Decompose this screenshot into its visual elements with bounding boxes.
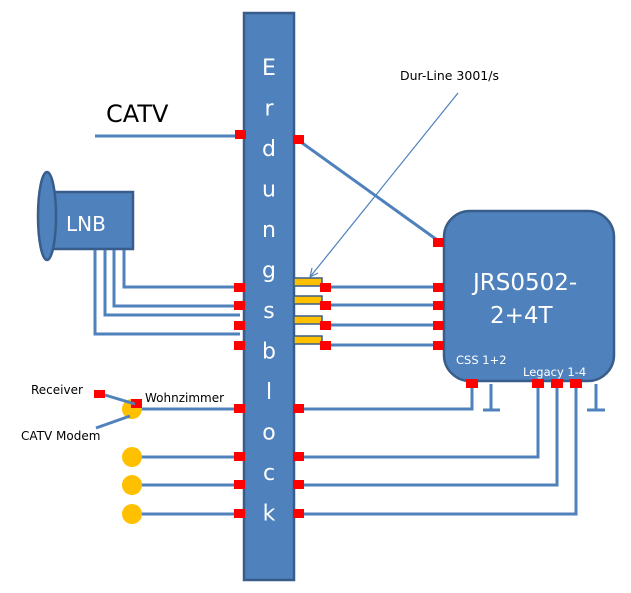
connector-switch-in bbox=[433, 283, 444, 292]
block-letter: d bbox=[262, 137, 276, 162]
block-letter: E bbox=[262, 56, 276, 81]
cable-terminal bbox=[293, 335, 323, 345]
connector-switch-out bbox=[532, 379, 544, 388]
connector-block-out bbox=[293, 480, 304, 489]
lnb-dish bbox=[36, 170, 58, 262]
block-letter: n bbox=[262, 218, 276, 243]
room-label: Wohnzimmer bbox=[145, 391, 224, 405]
receiver-label: Receiver bbox=[31, 383, 83, 397]
receiver-connector bbox=[94, 390, 105, 398]
multiswitch-model-line2: 2+4T bbox=[490, 303, 554, 329]
lnb-cable-2 bbox=[112, 250, 240, 308]
block-letter: b bbox=[262, 340, 276, 365]
lnb-cable-1 bbox=[122, 250, 240, 289]
output-cable bbox=[298, 384, 559, 487]
connector-room bbox=[234, 480, 245, 489]
connector-feed-out bbox=[320, 301, 331, 310]
arrow-head-icon bbox=[309, 267, 319, 278]
block-letter: c bbox=[263, 461, 275, 486]
connector-switch-out bbox=[551, 379, 563, 388]
wall-socket bbox=[122, 475, 142, 495]
connector-room bbox=[234, 404, 245, 413]
connector-switch-out bbox=[466, 379, 478, 388]
connector-room bbox=[234, 452, 245, 461]
connector-switch-out bbox=[570, 379, 582, 388]
connector-lnb-in bbox=[234, 301, 245, 310]
receiver-cable bbox=[104, 393, 136, 406]
cable-terminal bbox=[293, 295, 323, 305]
connector-switch-in bbox=[433, 321, 444, 330]
cable-terminal bbox=[293, 277, 323, 287]
connector-lnb-in bbox=[234, 341, 245, 350]
connector-switch-catv bbox=[433, 238, 444, 247]
connector-lnb-in bbox=[234, 321, 245, 330]
lnb-cable-4 bbox=[93, 250, 240, 336]
output-cable bbox=[298, 384, 578, 516]
connector-feed-out bbox=[320, 321, 331, 330]
connector-switch-in bbox=[433, 301, 444, 310]
block-letter: u bbox=[262, 178, 276, 203]
wall-socket bbox=[122, 504, 142, 524]
block-letter: l bbox=[266, 380, 272, 405]
connector-block-out bbox=[293, 509, 304, 518]
connector-switch-in bbox=[433, 341, 444, 350]
connector-room bbox=[234, 509, 245, 518]
modem-label: CATV Modem bbox=[21, 429, 100, 443]
connector-feed-out bbox=[320, 341, 331, 350]
block-letter: s bbox=[263, 299, 274, 324]
legacy-label: Legacy 1-4 bbox=[523, 365, 586, 379]
lnb-cable-3 bbox=[103, 250, 240, 317]
connector-lnb-in bbox=[234, 283, 245, 292]
block-letter: g bbox=[262, 259, 276, 284]
block-letter: o bbox=[262, 421, 275, 446]
cable-callout-line bbox=[309, 92, 459, 278]
catv-label: CATV bbox=[106, 100, 169, 128]
connector-block-out bbox=[293, 452, 304, 461]
cable-label: Dur-Line 3001/s bbox=[400, 68, 499, 83]
modem-cable bbox=[95, 414, 131, 430]
css-label: CSS 1+2 bbox=[456, 353, 507, 367]
connector-catv-out bbox=[293, 135, 304, 144]
multiswitch-model-line1: JRS0502- bbox=[471, 270, 577, 296]
output-cable bbox=[298, 384, 540, 459]
socket-connector bbox=[131, 399, 142, 408]
connector-feed-out bbox=[320, 283, 331, 292]
catv-to-switch-line bbox=[297, 138, 441, 244]
cable-terminal bbox=[293, 315, 323, 325]
multiswitch bbox=[442, 209, 616, 383]
output-cable bbox=[298, 384, 474, 411]
connector-catv-in bbox=[235, 130, 246, 139]
wall-socket bbox=[122, 447, 142, 467]
connector-block-out bbox=[293, 404, 304, 413]
block-letter: k bbox=[263, 502, 276, 527]
lnb-label: LNB bbox=[66, 212, 106, 236]
block-letter: r bbox=[264, 97, 274, 122]
